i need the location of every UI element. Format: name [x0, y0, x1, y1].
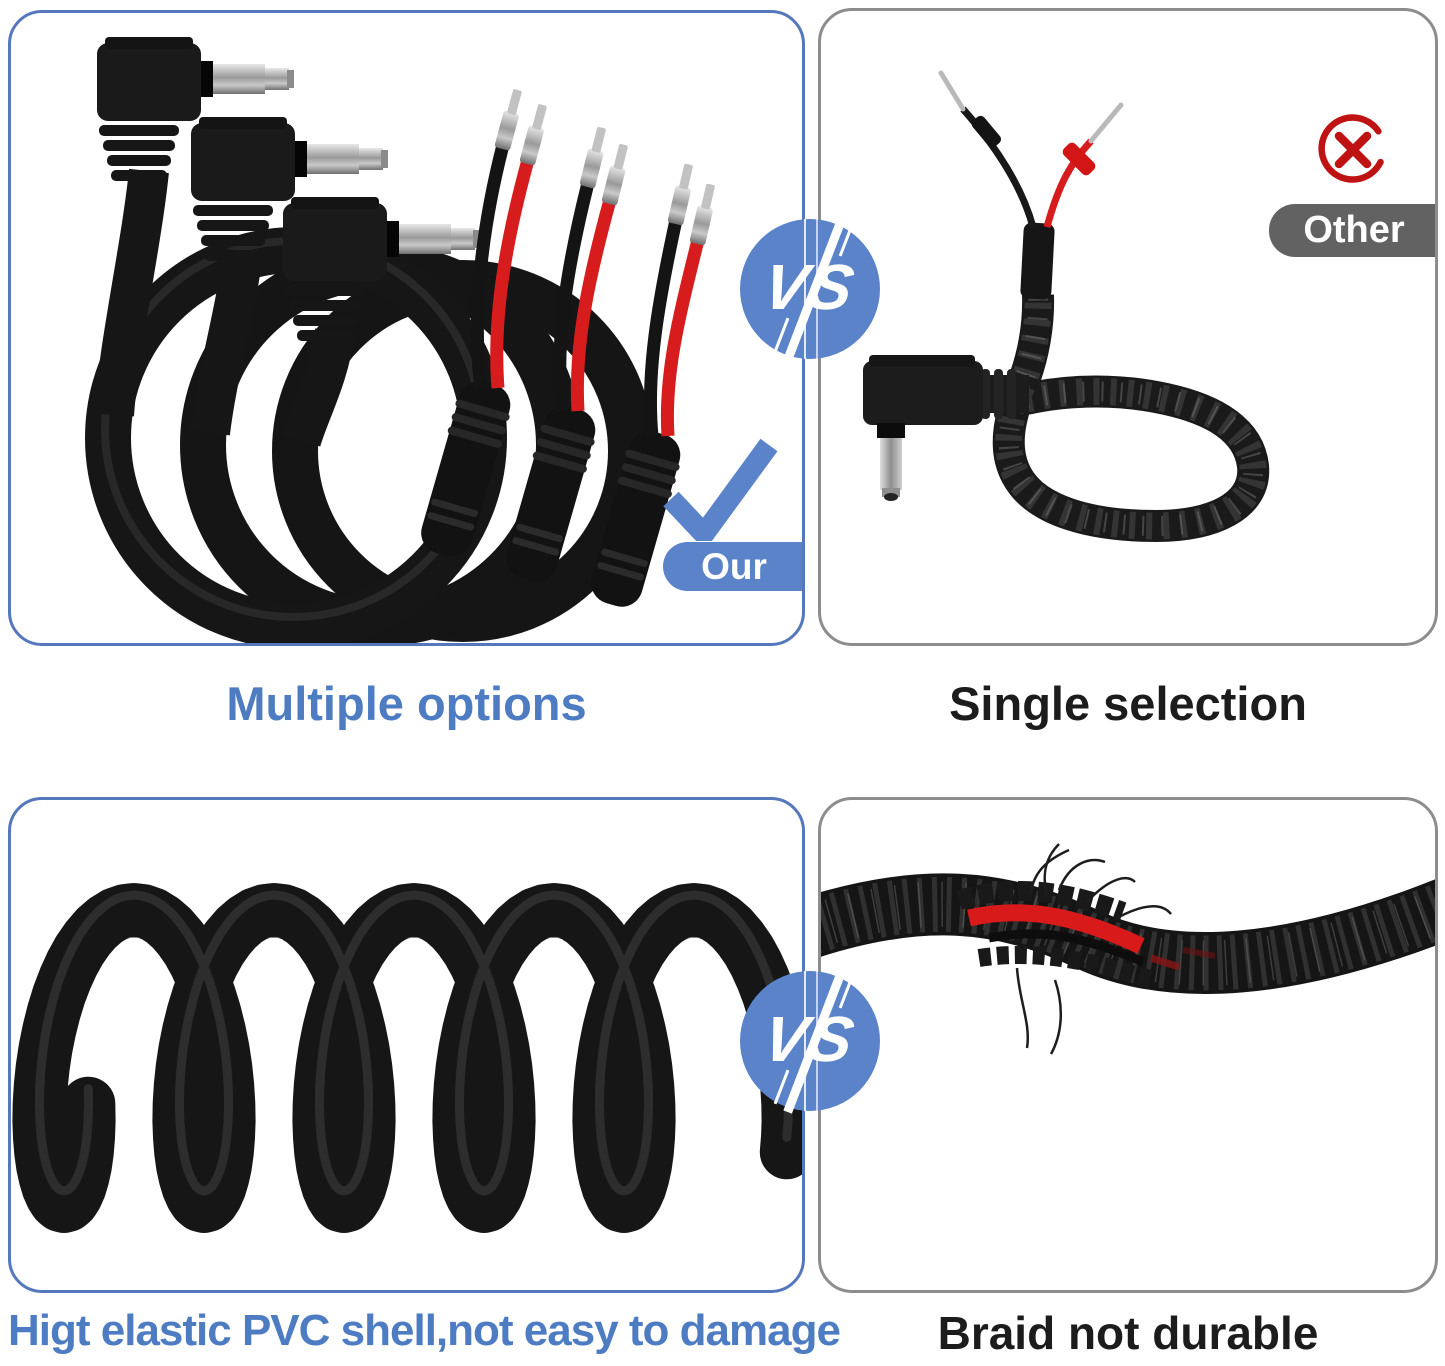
vs-label: VS: [757, 251, 863, 323]
vs-badge: VS: [740, 970, 880, 1114]
panel-border-overlay: [804, 219, 806, 359]
caption-single-selection: Single selection: [949, 677, 1307, 730]
dc-connector: [863, 355, 1029, 501]
caption-braid-not-durable: Braid not durable: [937, 1307, 1319, 1359]
panel-border-overlay: [816, 971, 818, 1111]
damaged-braid-photo: [821, 843, 1435, 1055]
frayed-threads: [1015, 843, 1172, 1055]
our-tag-label: Our: [701, 546, 767, 587]
caption-pvc-shell: Higt elastic PVC shell,not easy to damag…: [8, 1306, 841, 1355]
check-icon: [663, 438, 778, 541]
braid-loop: [992, 294, 1270, 543]
x-icon: [1318, 114, 1384, 183]
panel-other-braid: [818, 797, 1438, 1293]
panel-our-cables: Our: [8, 10, 805, 646]
our-tag: Our: [663, 542, 802, 591]
caption-multiple-options: Multiple options: [226, 677, 587, 730]
other-tag-label: Other: [1303, 209, 1405, 251]
panel-border-overlay: [816, 219, 818, 359]
other-tag: Other: [1269, 204, 1435, 257]
damage-exposed-wires: [956, 881, 1216, 989]
panel-other-cable: Other: [818, 8, 1438, 646]
dc-cables-photo: [85, 37, 719, 643]
panel-border-overlay: [804, 971, 806, 1111]
panel-our-coil: [8, 797, 805, 1293]
braided-cable-photo: [863, 70, 1270, 543]
coiled-cable-photo: [12, 883, 802, 1233]
vs-label: VS: [757, 1003, 863, 1075]
vs-badge: VS: [740, 218, 880, 362]
